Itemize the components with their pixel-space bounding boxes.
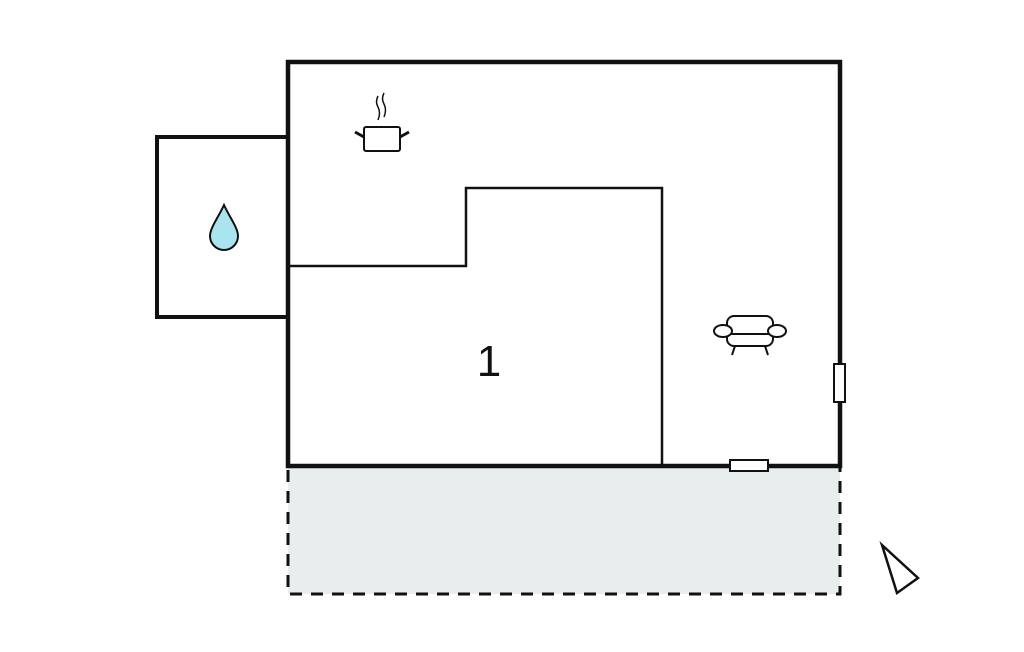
water-drop-icon	[208, 202, 240, 251]
armchair-icon	[713, 315, 787, 356]
cooking-pot-icon	[354, 92, 410, 152]
interior-wall	[288, 186, 664, 466]
room-label: 1	[477, 337, 501, 386]
north-arrow-icon	[879, 540, 920, 596]
window	[833, 363, 846, 403]
main-room-outline	[285, 59, 843, 469]
terrace	[286, 464, 842, 596]
door	[729, 459, 769, 472]
